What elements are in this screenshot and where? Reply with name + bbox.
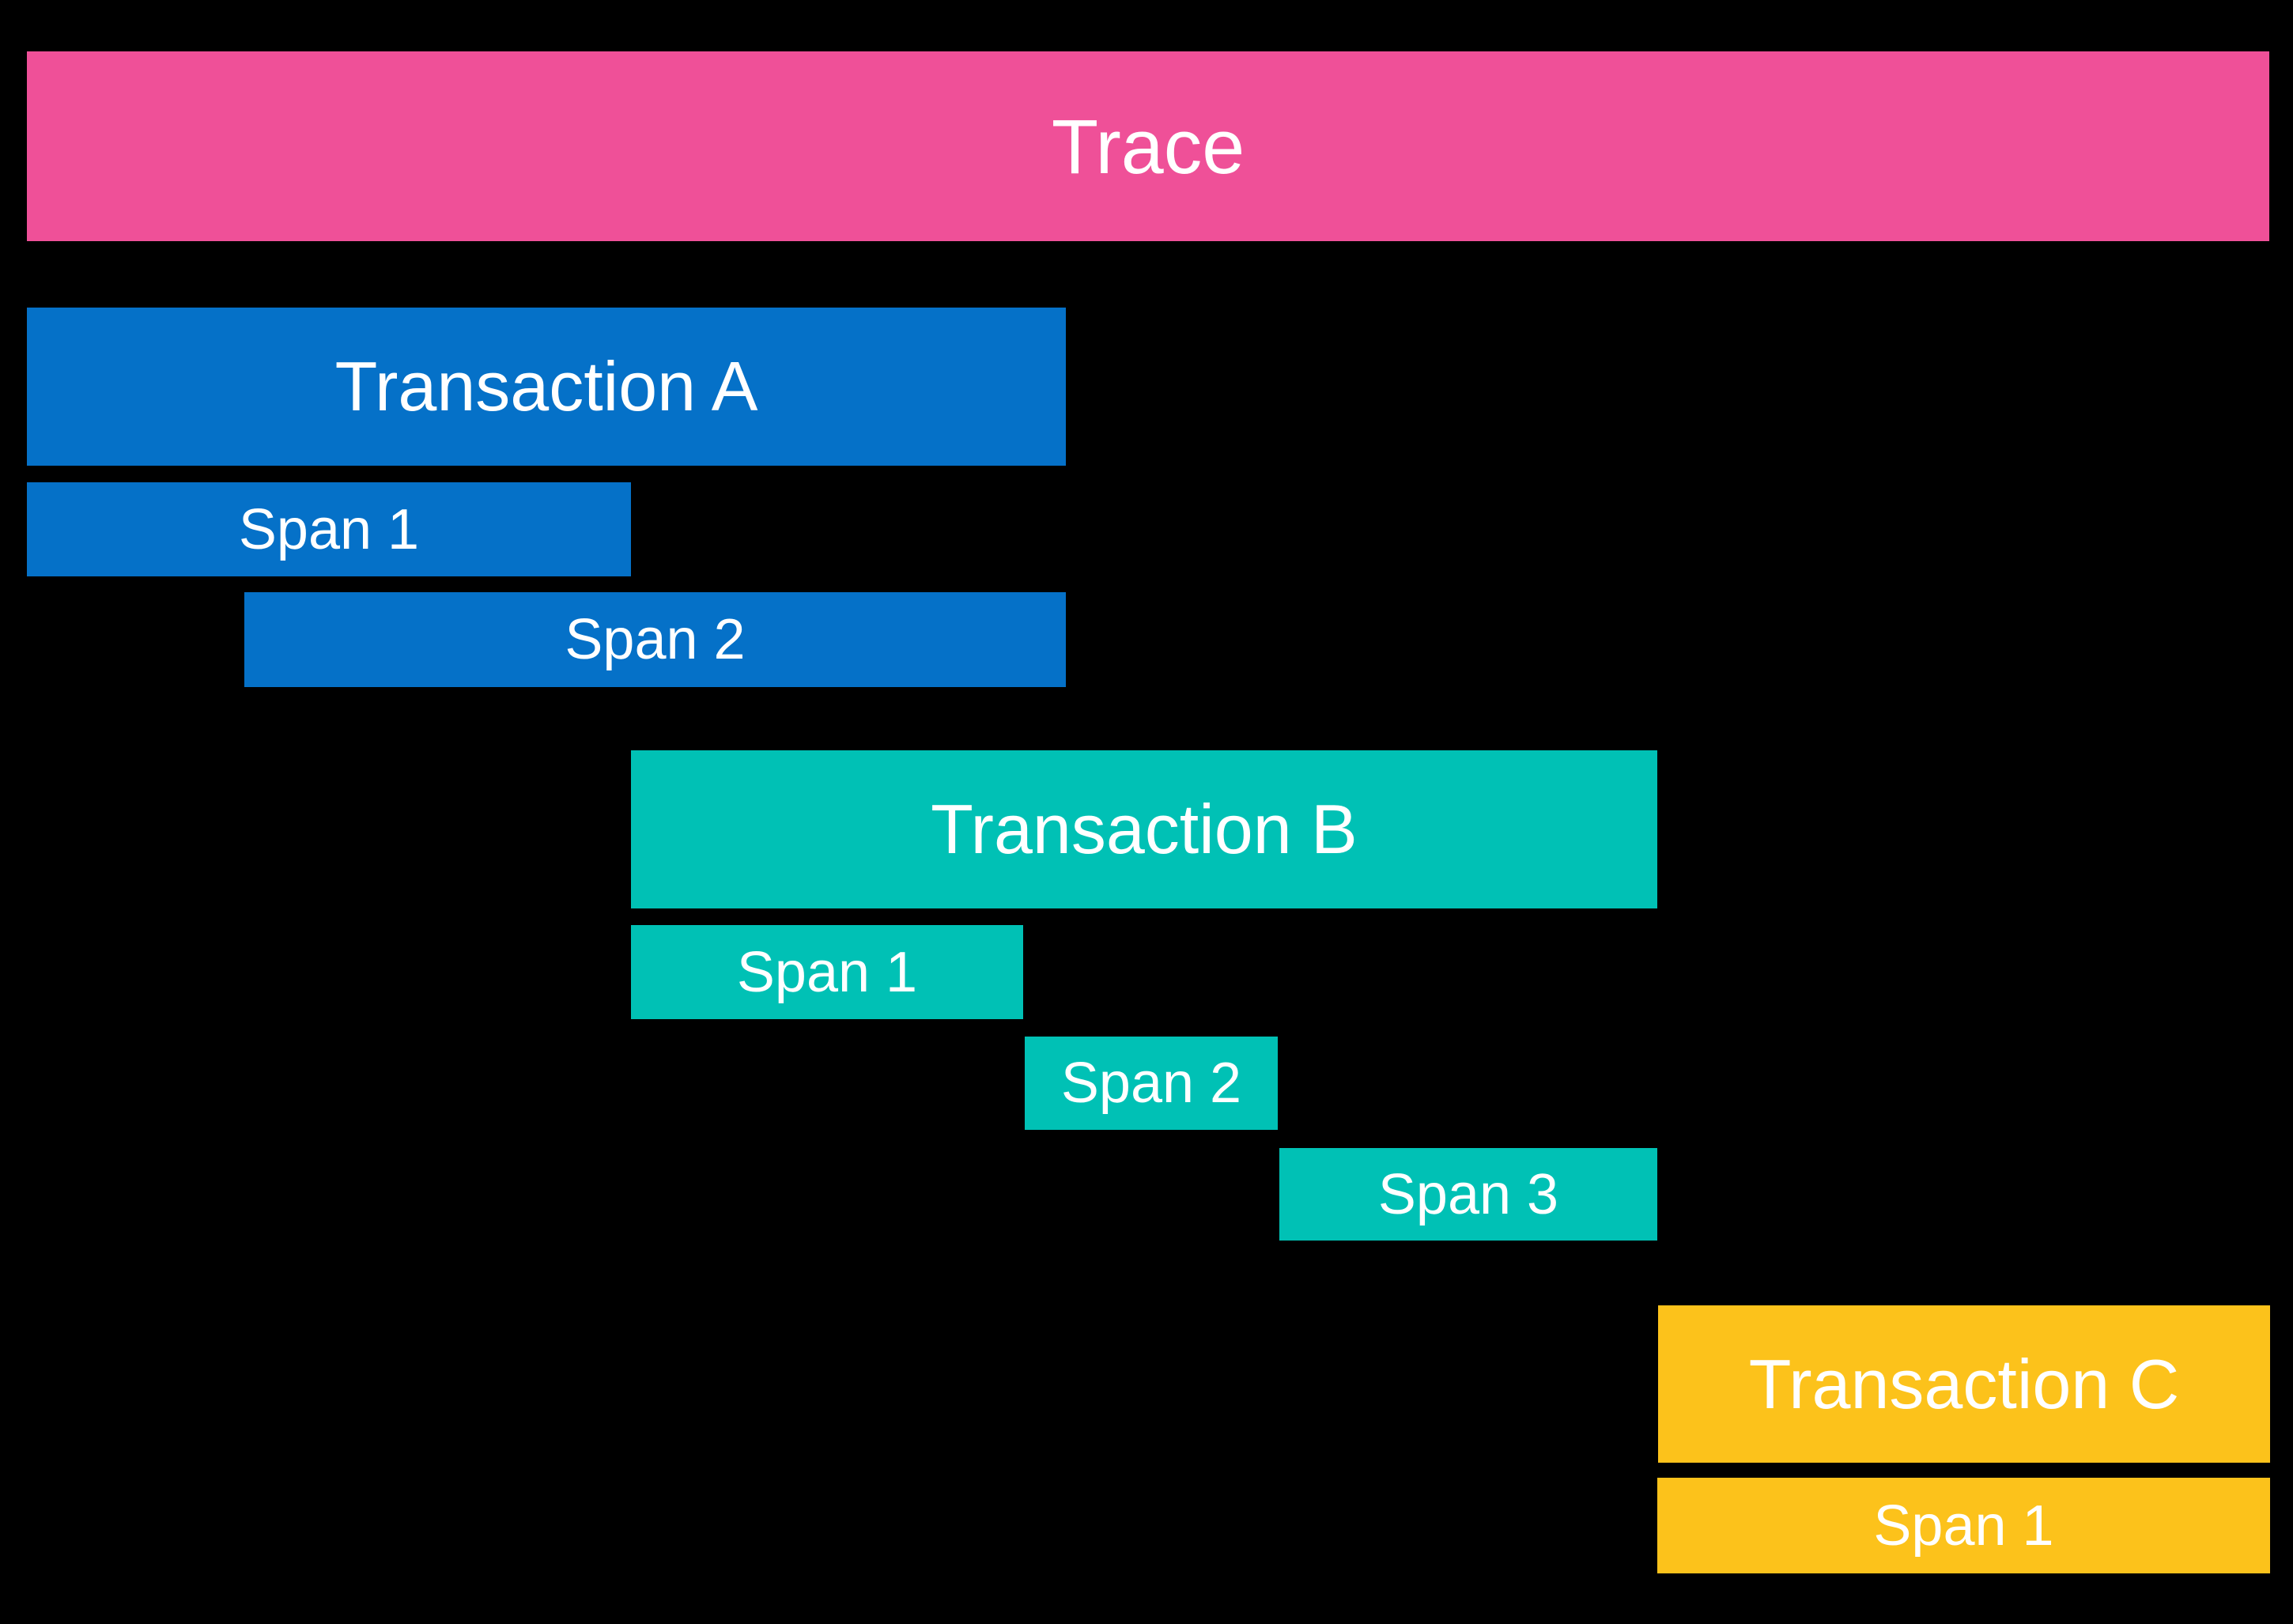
transaction-b-span-2-label: Span 2 xyxy=(1060,1052,1242,1115)
transaction-b-span-1-bar: Span 1 xyxy=(631,925,1023,1019)
transaction-a-span-1-label: Span 1 xyxy=(238,497,420,561)
trace-bar: Trace xyxy=(27,51,2269,241)
transaction-b-label: Transaction B xyxy=(931,790,1358,868)
transaction-b-span-1-label: Span 1 xyxy=(736,940,918,1004)
transaction-b-span-3-bar: Span 3 xyxy=(1279,1148,1657,1241)
transaction-c-label: Transaction C xyxy=(1748,1344,2180,1423)
transaction-c-bar: Transaction C xyxy=(1658,1305,2270,1463)
transaction-c-span-1-label: Span 1 xyxy=(1873,1494,2054,1558)
transaction-a-bar: Transaction A xyxy=(27,308,1066,466)
transaction-c-span-1-bar: Span 1 xyxy=(1657,1478,2270,1573)
transaction-a-label: Transaction A xyxy=(334,347,758,425)
transaction-a-span-1-bar: Span 1 xyxy=(27,482,631,576)
transaction-a-span-2-bar: Span 2 xyxy=(244,592,1066,687)
transaction-b-span-2-bar: Span 2 xyxy=(1025,1037,1278,1130)
transaction-a-span-2-label: Span 2 xyxy=(565,608,746,671)
transaction-b-span-3-label: Span 3 xyxy=(1377,1162,1559,1226)
trace-bar-label: Trace xyxy=(1051,103,1245,190)
transaction-b-bar: Transaction B xyxy=(631,750,1657,908)
